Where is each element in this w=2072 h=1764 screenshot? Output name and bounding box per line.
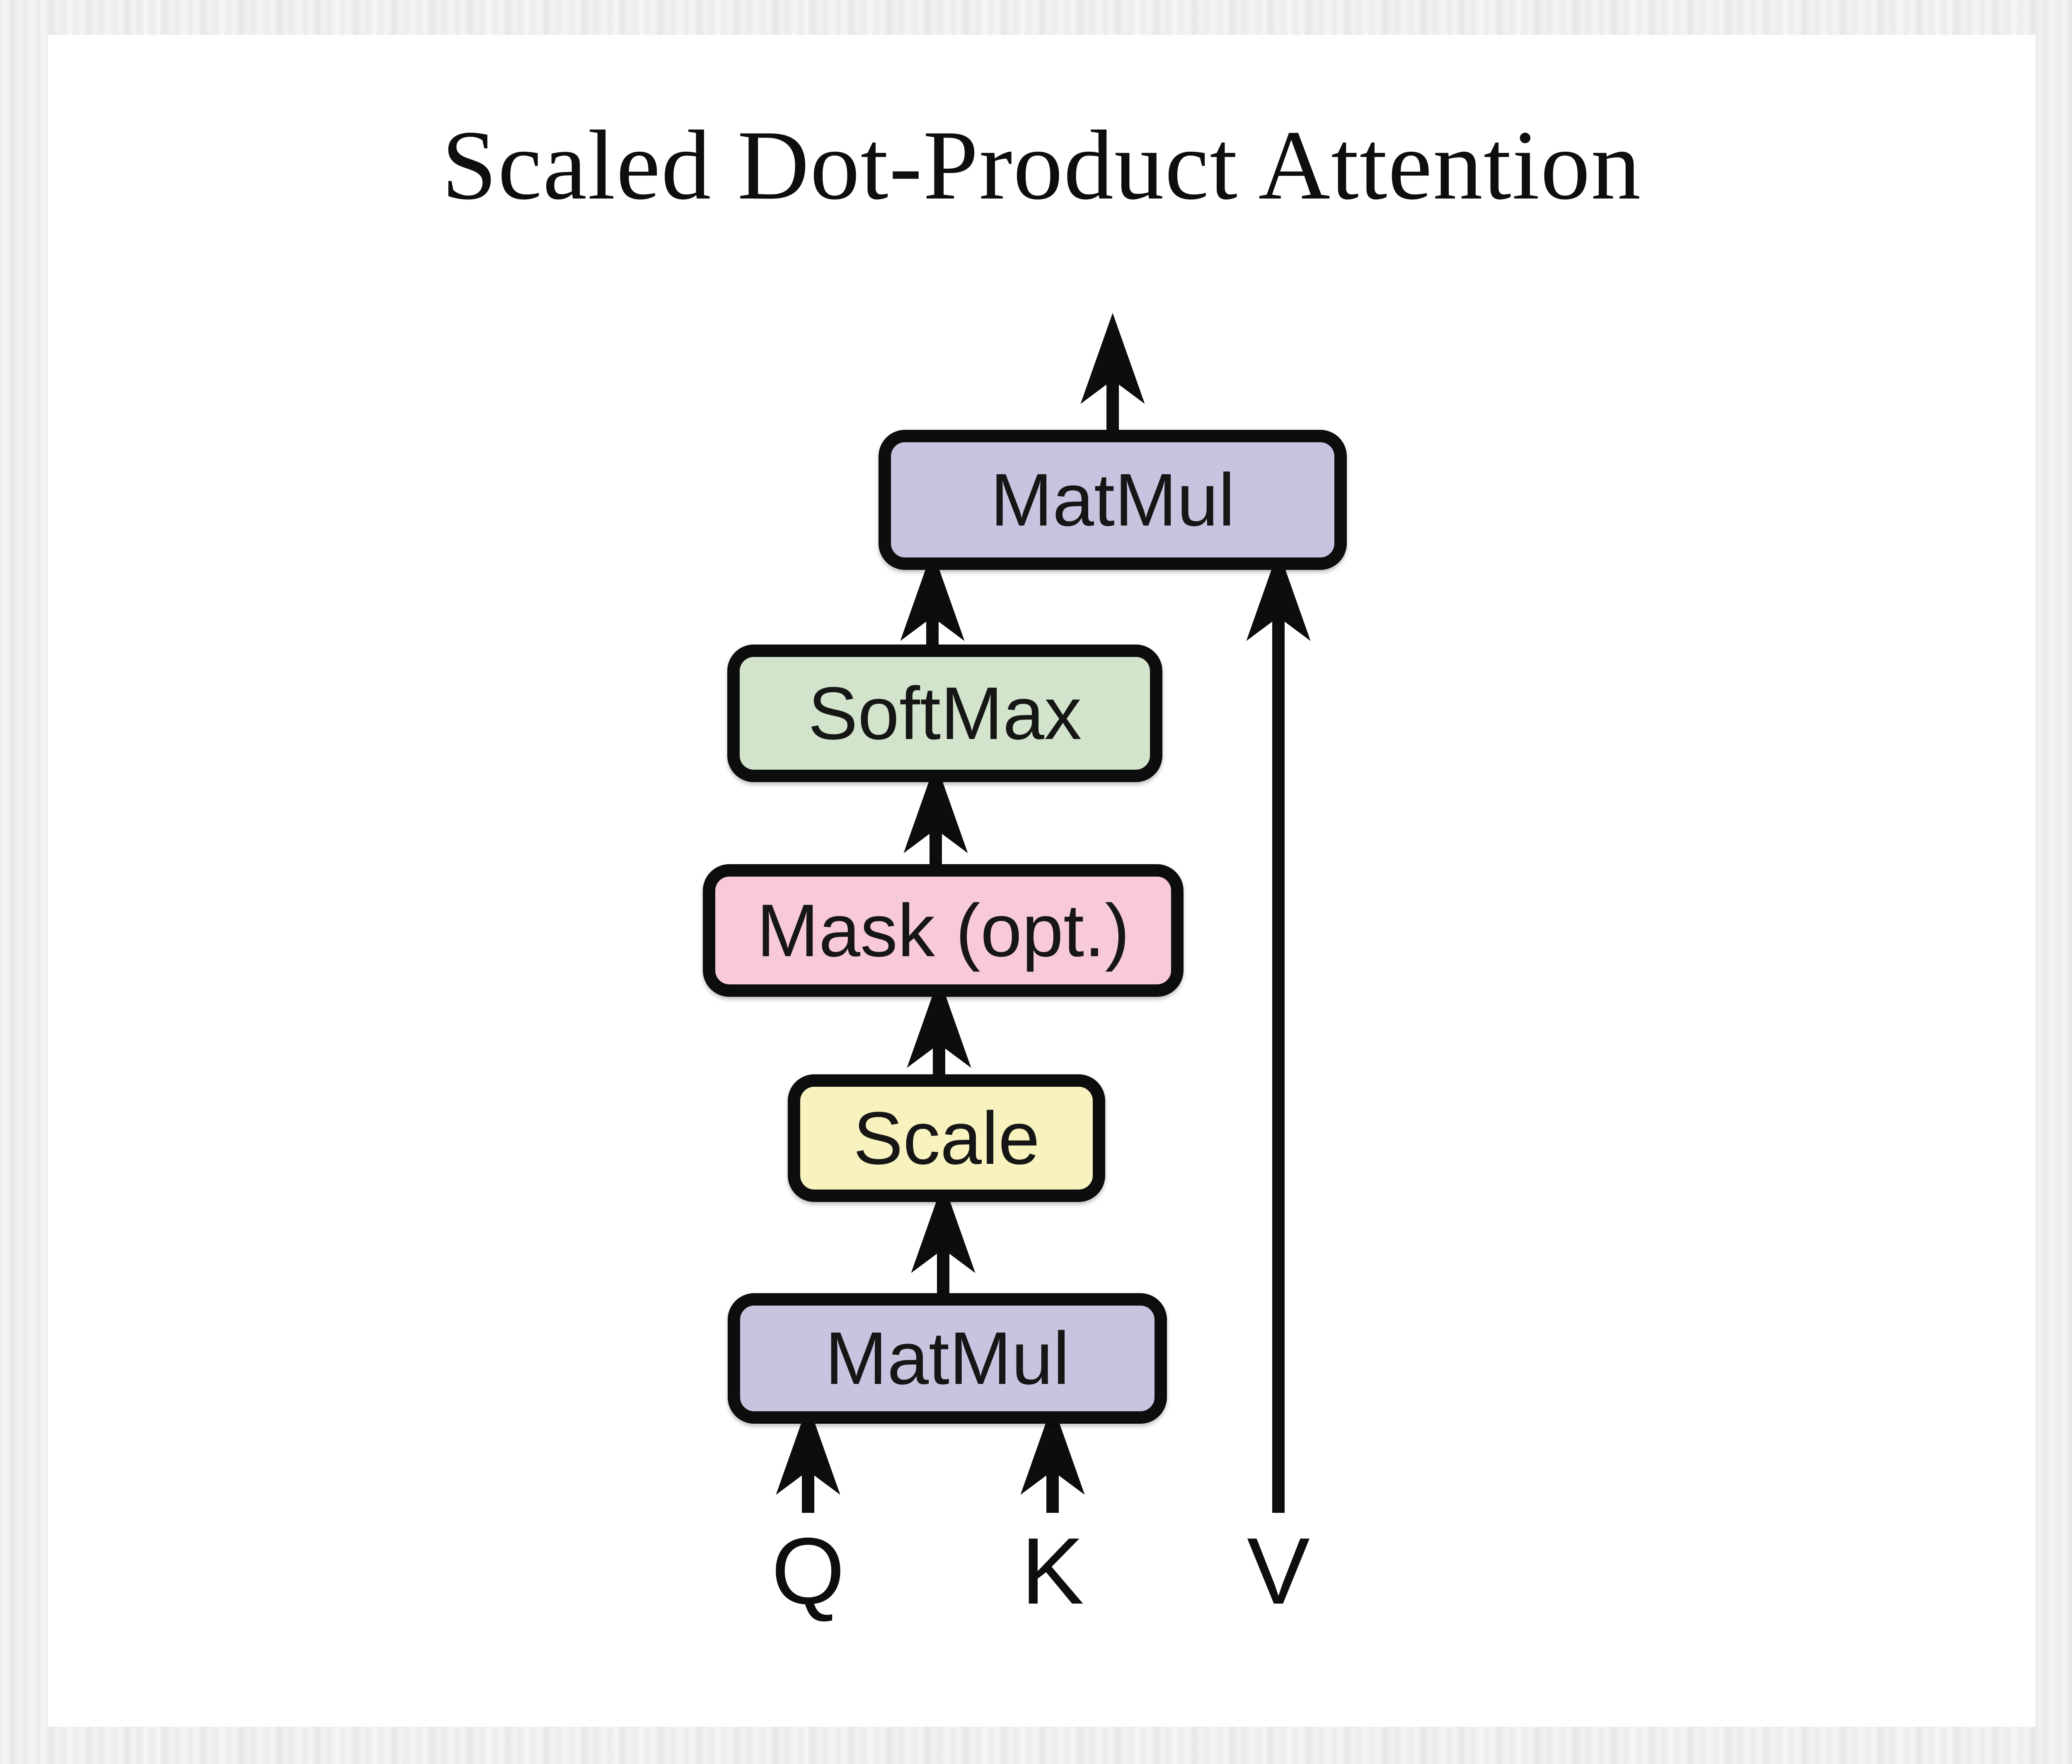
arrow-input-v <box>1246 550 1311 1513</box>
arrow-scale-to-mask <box>907 976 971 1076</box>
node-softmax: SoftMax <box>727 645 1162 782</box>
node-label: Scale <box>853 1096 1040 1180</box>
arrow-output <box>1080 313 1145 433</box>
figure-card: Scaled Dot-Product Attention <box>48 35 2036 1727</box>
node-label: MatMul <box>990 458 1235 542</box>
input-label-k: K <box>1021 1519 1084 1624</box>
node-label: Mask (opt.) <box>756 889 1130 972</box>
arrow-softmax-to-matmul <box>900 550 965 647</box>
arrow-mask-to-softmax <box>903 762 968 866</box>
input-label-q: Q <box>771 1519 845 1624</box>
node-mask: Mask (opt.) <box>703 864 1184 997</box>
node-label: SoftMax <box>808 671 1082 755</box>
node-matmul-bottom: MatMul <box>728 1293 1167 1424</box>
figure-title: Scaled Dot-Product Attention <box>441 110 1642 220</box>
node-label: MatMul <box>825 1317 1070 1400</box>
input-label-v: V <box>1247 1519 1310 1624</box>
node-scale: Scale <box>788 1074 1105 1202</box>
arrow-matmul-to-scale <box>911 1182 975 1295</box>
arrow-input-q <box>776 1403 840 1513</box>
arrow-input-k <box>1020 1403 1085 1513</box>
node-matmul-top: MatMul <box>879 430 1347 570</box>
